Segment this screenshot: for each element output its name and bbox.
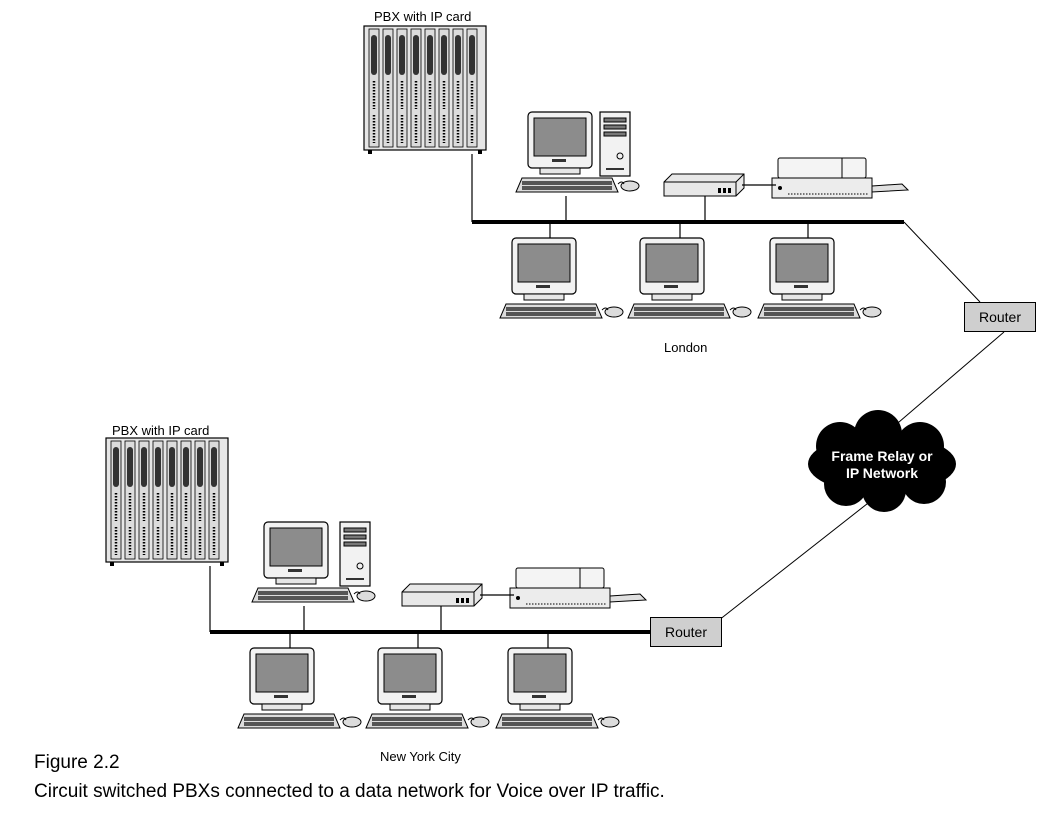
london-site-label: London — [664, 340, 708, 355]
london-workstation-2 — [628, 238, 751, 318]
london-site — [364, 26, 909, 318]
nyc-router-label: Router — [664, 624, 708, 640]
london-workstation-1 — [500, 238, 623, 318]
wan-cloud-icon — [808, 410, 956, 512]
cloud-label: Frame Relay or IP Network — [812, 448, 952, 482]
london-printer — [771, 157, 909, 199]
london-router-link — [903, 221, 981, 303]
nyc-site — [106, 438, 650, 728]
cloud-label-line1: Frame Relay or — [831, 448, 933, 464]
london-pbx-label: PBX with IP card — [374, 9, 472, 24]
cloud-label-line2: IP Network — [845, 465, 919, 481]
london-hub — [663, 173, 745, 197]
nyc-workstation-1 — [238, 648, 361, 728]
london-workstation-3 — [758, 238, 881, 318]
london-workstation-tower — [516, 111, 639, 192]
nyc-workstation-3 — [496, 648, 619, 728]
nyc-site-label: New York City — [380, 749, 461, 764]
nyc-router: Router — [650, 617, 722, 647]
london-router-label: Router — [978, 309, 1022, 325]
london-pbx — [364, 26, 486, 154]
figure-number: Figure 2.2 — [34, 752, 120, 773]
nyc-pbx-label: PBX with IP card — [112, 423, 210, 438]
london-router: Router — [964, 302, 1036, 332]
london-wan-link — [891, 331, 1005, 429]
nyc-printer — [509, 567, 647, 609]
figure-caption: Circuit switched PBXs connected to a dat… — [34, 781, 665, 802]
nyc-hub — [401, 583, 483, 607]
nyc-workstation-tower — [252, 521, 375, 602]
nyc-workstation-2 — [366, 648, 489, 728]
nyc-wan-link — [713, 499, 873, 625]
nyc-pbx — [106, 438, 228, 566]
